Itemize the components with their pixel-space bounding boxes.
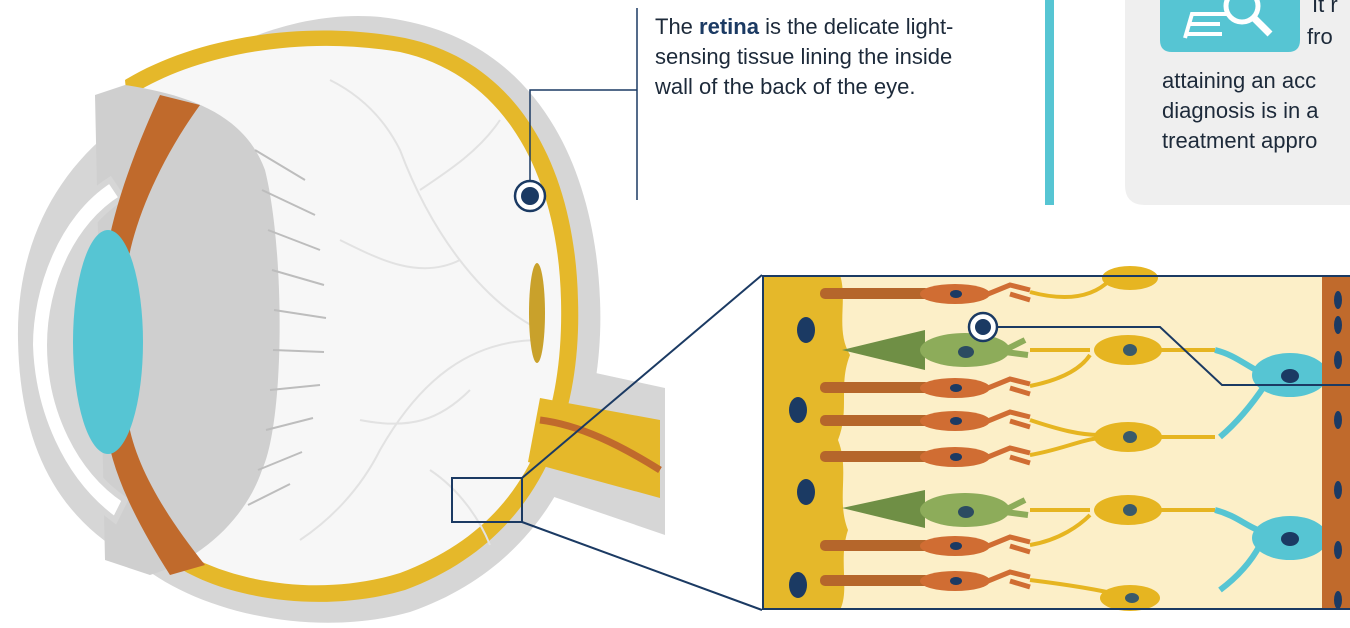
eyeball bbox=[18, 8, 762, 623]
accent-bar bbox=[1045, 0, 1054, 205]
cone-marker-dot bbox=[975, 319, 991, 335]
retina-zoom-panel bbox=[762, 266, 1350, 611]
retina-callout-lead: The bbox=[655, 14, 699, 39]
info-card-line-2: fro bbox=[1307, 22, 1333, 52]
lens bbox=[73, 230, 143, 454]
zoom-line-bottom bbox=[522, 522, 762, 610]
info-card-line-5: treatment appro bbox=[1162, 126, 1317, 156]
info-card-line-1: It r bbox=[1312, 0, 1338, 20]
inner-limiting-membrane bbox=[1322, 275, 1350, 610]
retina-marker-dot bbox=[521, 187, 539, 205]
retina-term: retina bbox=[699, 14, 759, 39]
info-card-line-3: attaining an acc bbox=[1162, 66, 1316, 96]
macula bbox=[529, 263, 545, 363]
magnifier-document-icon bbox=[1160, 0, 1300, 52]
info-card-line-4: diagnosis is in a bbox=[1162, 96, 1319, 126]
retina-callout: The retina is the delicate light-sensing… bbox=[655, 12, 985, 102]
